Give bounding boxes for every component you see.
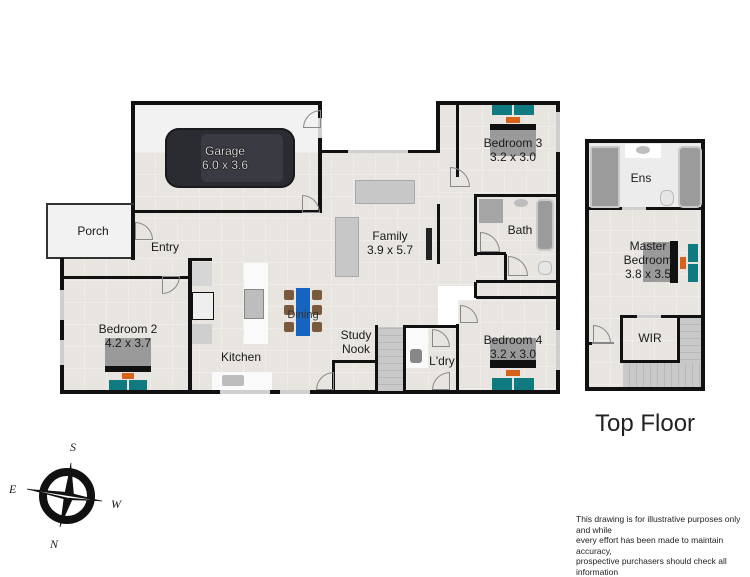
laundry-tub-icon <box>410 349 422 363</box>
ensuite-label: Ens <box>630 171 652 185</box>
master-line1: Master <box>629 239 667 253</box>
compass-icon <box>26 462 103 528</box>
compass-rose: S E W N <box>0 430 140 563</box>
master-bedroom-label: Master Bedroom 3.8 x 3.5 <box>618 239 678 281</box>
compass-n: N <box>50 537 59 551</box>
sofa-icon <box>355 180 415 204</box>
porch-floor <box>47 204 133 258</box>
bedroom2-dims: 4.2 x 3.7 <box>104 336 152 350</box>
staircase <box>378 327 403 391</box>
master-dims: 3.8 x 3.5 <box>624 267 672 281</box>
bathtub-icon <box>536 199 554 251</box>
staircase <box>623 363 701 387</box>
sofa-icon <box>335 217 359 277</box>
hall-floor <box>438 196 476 286</box>
garage-label: Garage 6.0 x 3.6 <box>190 144 260 172</box>
laundry-label: L'dry <box>429 354 455 368</box>
bedroom4-label: Bedroom 4 3.2 x 3.0 <box>478 333 548 361</box>
study-nook-label: Study Nook <box>336 328 376 356</box>
bed-wc-strip <box>476 282 558 300</box>
kitchen-sink-icon <box>222 375 244 386</box>
bedroom2-label: Bedroom 2 4.2 x 3.7 <box>92 322 164 350</box>
toilet-icon <box>538 261 552 275</box>
bed-bedroom3 <box>490 105 536 157</box>
shower-icon <box>590 146 620 208</box>
bed-bedroom4 <box>490 338 536 390</box>
dining-label: Dining <box>287 309 319 321</box>
compass-w: W <box>111 497 121 511</box>
car-icon <box>165 128 295 188</box>
bedroom2-name: Bedroom 2 <box>98 322 158 336</box>
bath-label: Bath <box>507 223 533 237</box>
bedroom4-name: Bedroom 4 <box>483 333 543 347</box>
bed-bedroom2 <box>105 338 151 390</box>
bedroom3-label: Bedroom 3 3.2 x 3.0 <box>478 136 548 164</box>
compass-e: E <box>9 482 17 496</box>
cooktop-icon <box>244 289 264 319</box>
bathtub-icon <box>678 146 702 208</box>
disclaimer-line: prospective purchasers should check all … <box>576 556 727 577</box>
compass-s: S <box>70 440 76 454</box>
vanity-icon <box>479 199 503 223</box>
garage-dims: 6.0 x 3.6 <box>201 158 249 172</box>
family-name: Family <box>372 229 408 243</box>
master-line2: Bedroom <box>623 253 673 267</box>
garage-name: Garage <box>204 144 246 158</box>
family-dims: 3.9 x 5.7 <box>366 243 414 257</box>
disclaimer-line: This drawing is for illustrative purpose… <box>576 514 741 535</box>
disclaimer: This drawing is for illustrative purpose… <box>576 514 750 577</box>
tv-icon <box>426 228 432 260</box>
family-label: Family 3.9 x 5.7 <box>362 229 418 257</box>
top-floor-title: Top Floor <box>595 410 696 437</box>
study-line1: Study <box>340 328 372 342</box>
bedroom4-dims: 3.2 x 3.0 <box>489 347 537 361</box>
porch-label: Porch <box>77 224 109 238</box>
wir-label: WIR <box>638 331 662 345</box>
kitchen-label: Kitchen <box>220 350 262 364</box>
dining-table-icon <box>296 288 310 336</box>
bedroom3-dims: 3.2 x 3.0 <box>489 150 537 164</box>
toilet-icon <box>660 190 674 206</box>
entry-label: Entry <box>150 240 179 254</box>
bedroom3-name: Bedroom 3 <box>483 136 543 150</box>
study-line2: Nook <box>341 342 370 356</box>
disclaimer-line: every effort has been made to maintain a… <box>576 535 724 556</box>
